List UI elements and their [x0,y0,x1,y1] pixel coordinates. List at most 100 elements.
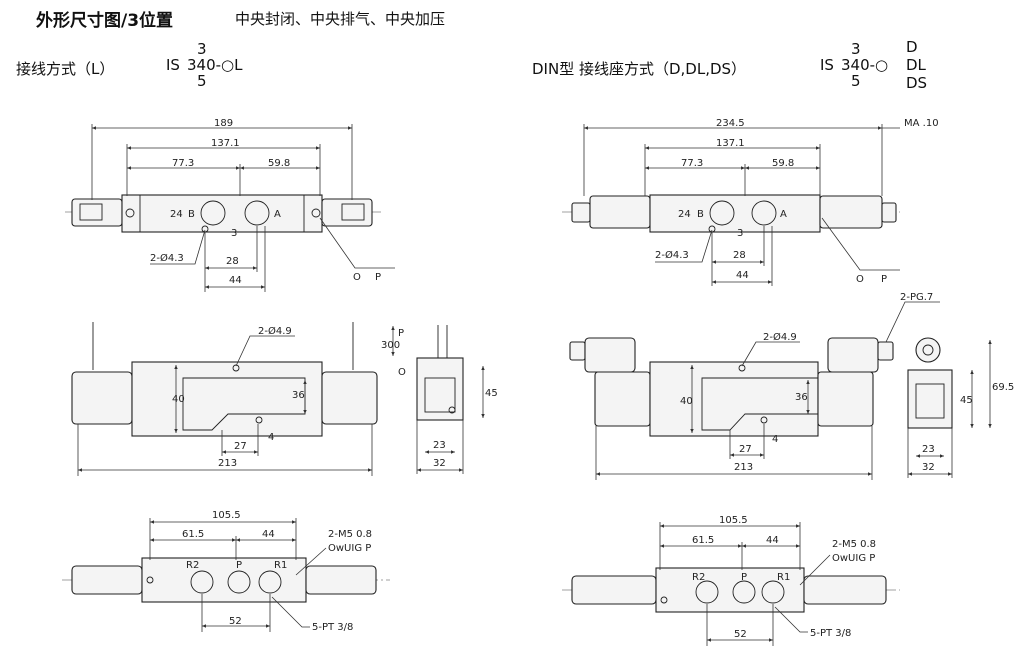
left-front-label-o: O [398,367,406,378]
right-side-body [907,369,953,429]
left-solenoid-left [71,198,123,227]
left-front-dim-300: 300 [381,340,400,351]
right-front-dim-27: 27 [739,444,752,455]
left-side-body [416,357,464,421]
right-front-label-pg7: 2-PG.7 [900,292,933,303]
left-dim-59-8: 59.8 [268,158,290,169]
left-dim-28: 28 [226,256,239,267]
right-din-left [589,195,651,229]
right-front-dim-4: 4 [772,434,778,445]
left-front-label-hole-4-9: 2-Ø4.9 [258,325,292,337]
left-side-dim-45: 45 [485,388,498,399]
left-connector-left [79,203,103,221]
right-dim-ma-10: MA .10 [904,118,939,129]
right-label-p: P [881,274,887,285]
left-dim-77-3: 77.3 [172,158,194,169]
left-front-dim-27: 27 [234,441,247,452]
right-top-view: 234.5 MA .10 137.1 77.3 59.8 28 44 24 3 … [562,118,939,286]
left-port-a [244,200,270,226]
right-bottom-dim-44: 44 [766,535,779,546]
right-bottom-label-owuig: OwUIG P [832,553,875,564]
right-model-top: 3 [851,40,861,58]
right-label-o: O [856,274,864,285]
right-wiring-label: DIN型 接线座方式（D,DL,DS） [532,60,747,78]
right-dim-77-3: 77.3 [681,158,703,169]
left-solenoid-right [321,198,373,227]
right-model-prefix: IS [820,56,834,74]
right-side-view: 45 69.5 23 32 [907,337,1014,478]
left-front-dim-40: 40 [172,394,185,405]
left-bottom-label-pt: 5-PT 3/8 [312,622,353,633]
right-dim-28: 28 [733,250,746,261]
left-label-hole-4-3: 2-Ø4.3 [150,252,184,264]
page-subtitle: 中央封闭、中央排气、中央加压 [235,10,446,28]
right-front-dim-213: 213 [734,462,753,473]
right-model-suffix-d: D [906,38,918,56]
right-bottom-label-pt: 5-PT 3/8 [810,628,851,639]
right-dim-137-1: 137.1 [716,138,745,149]
right-side-dim-23: 23 [922,444,935,455]
left-wiring-label: 接线方式（L） [16,60,115,78]
left-model-bottom: 5 [197,72,207,90]
left-bottom-view: 105.5 61.5 44 52 R2 P R1 2-M5 0.8 OwUIG … [62,510,390,633]
right-dim-234-5: 234.5 [716,118,745,129]
left-front-dim-213: 213 [218,458,237,469]
right-bottom-label-p: P [741,572,747,583]
left-label-a: A [274,209,281,220]
left-top-view: 189 137.1 77.3 59.8 28 44 24 3 B A 2-Ø4.… [65,118,395,292]
left-bottom-label-owuig: OwUIG P [328,543,371,554]
right-model-code: IS 3 340-○ 5 D DL DS [820,38,960,94]
right-bottom-label-r1: R1 [777,572,790,583]
left-dim-189: 189 [214,118,233,129]
right-bottom-view: 105.5 61.5 44 52 R2 P R1 2-M5 0.8 OwUIG … [562,515,900,646]
right-front-view: 213 27 40 36 4 2-Ø4.9 2-PG.7 [569,292,940,480]
right-front-dim-40: 40 [680,396,693,407]
right-front-label-hole-4-9: 2-Ø4.9 [763,331,797,343]
right-bottom-label-m5: 2-M5 0.8 [832,539,876,550]
right-bottom-label-r2: R2 [692,572,705,583]
right-front-body [649,361,819,437]
right-label-hole-4-3: 2-Ø4.3 [655,249,689,261]
left-port-b [200,200,226,226]
left-front-dim-4: 4 [268,432,274,443]
right-dim-59-8: 59.8 [772,158,794,169]
right-side-dim-32: 32 [922,462,935,473]
right-front-dim-36: 36 [795,392,808,403]
left-bottom-label-m5: 2-M5 0.8 [328,529,372,540]
left-model-code: IS 3 340-○L 5 [166,42,286,92]
left-model-top: 3 [197,40,207,58]
right-bottom-dim-52: 52 [734,629,747,640]
left-bottom-dim-105-5: 105.5 [212,510,241,521]
left-bottom-body [141,557,307,603]
left-label-b: B [188,209,195,220]
right-model-suffix-dl: DL [906,56,926,74]
right-bottom-body [655,567,805,613]
left-side-view: 45 23 32 [416,325,498,474]
left-bottom-dim-52: 52 [229,616,242,627]
left-bottom-dim-44: 44 [262,529,275,540]
right-label-b: B [697,209,704,220]
left-bottom-label-r1: R1 [274,560,287,571]
left-front-solenoid-left [71,371,133,425]
right-side-dim-69-5: 69.5 [992,382,1014,393]
right-bottom-dim-105-5: 105.5 [719,515,748,526]
left-model-prefix: IS [166,56,180,74]
right-din-right [819,195,883,229]
left-valve-body [121,194,323,233]
left-dim-44: 44 [229,275,242,286]
right-model-suffix-ds: DS [906,74,928,92]
right-label-a: A [780,209,787,220]
right-dim-44: 44 [736,270,749,281]
left-bottom-label-r2: R2 [186,560,199,571]
left-model-mid: 340-○L [187,56,243,74]
left-label-o: O [353,272,361,283]
left-front-body [131,361,323,437]
left-dim-3: 3 [231,228,237,239]
left-front-solenoid-right [321,371,378,425]
right-side-dim-45: 45 [960,395,973,406]
right-valve-body [649,194,821,233]
left-dim-137-1: 137.1 [211,138,240,149]
left-side-dim-23: 23 [433,440,446,451]
left-front-view: 213 27 40 36 4 300 P O 2-Ø4.9 [71,322,406,476]
